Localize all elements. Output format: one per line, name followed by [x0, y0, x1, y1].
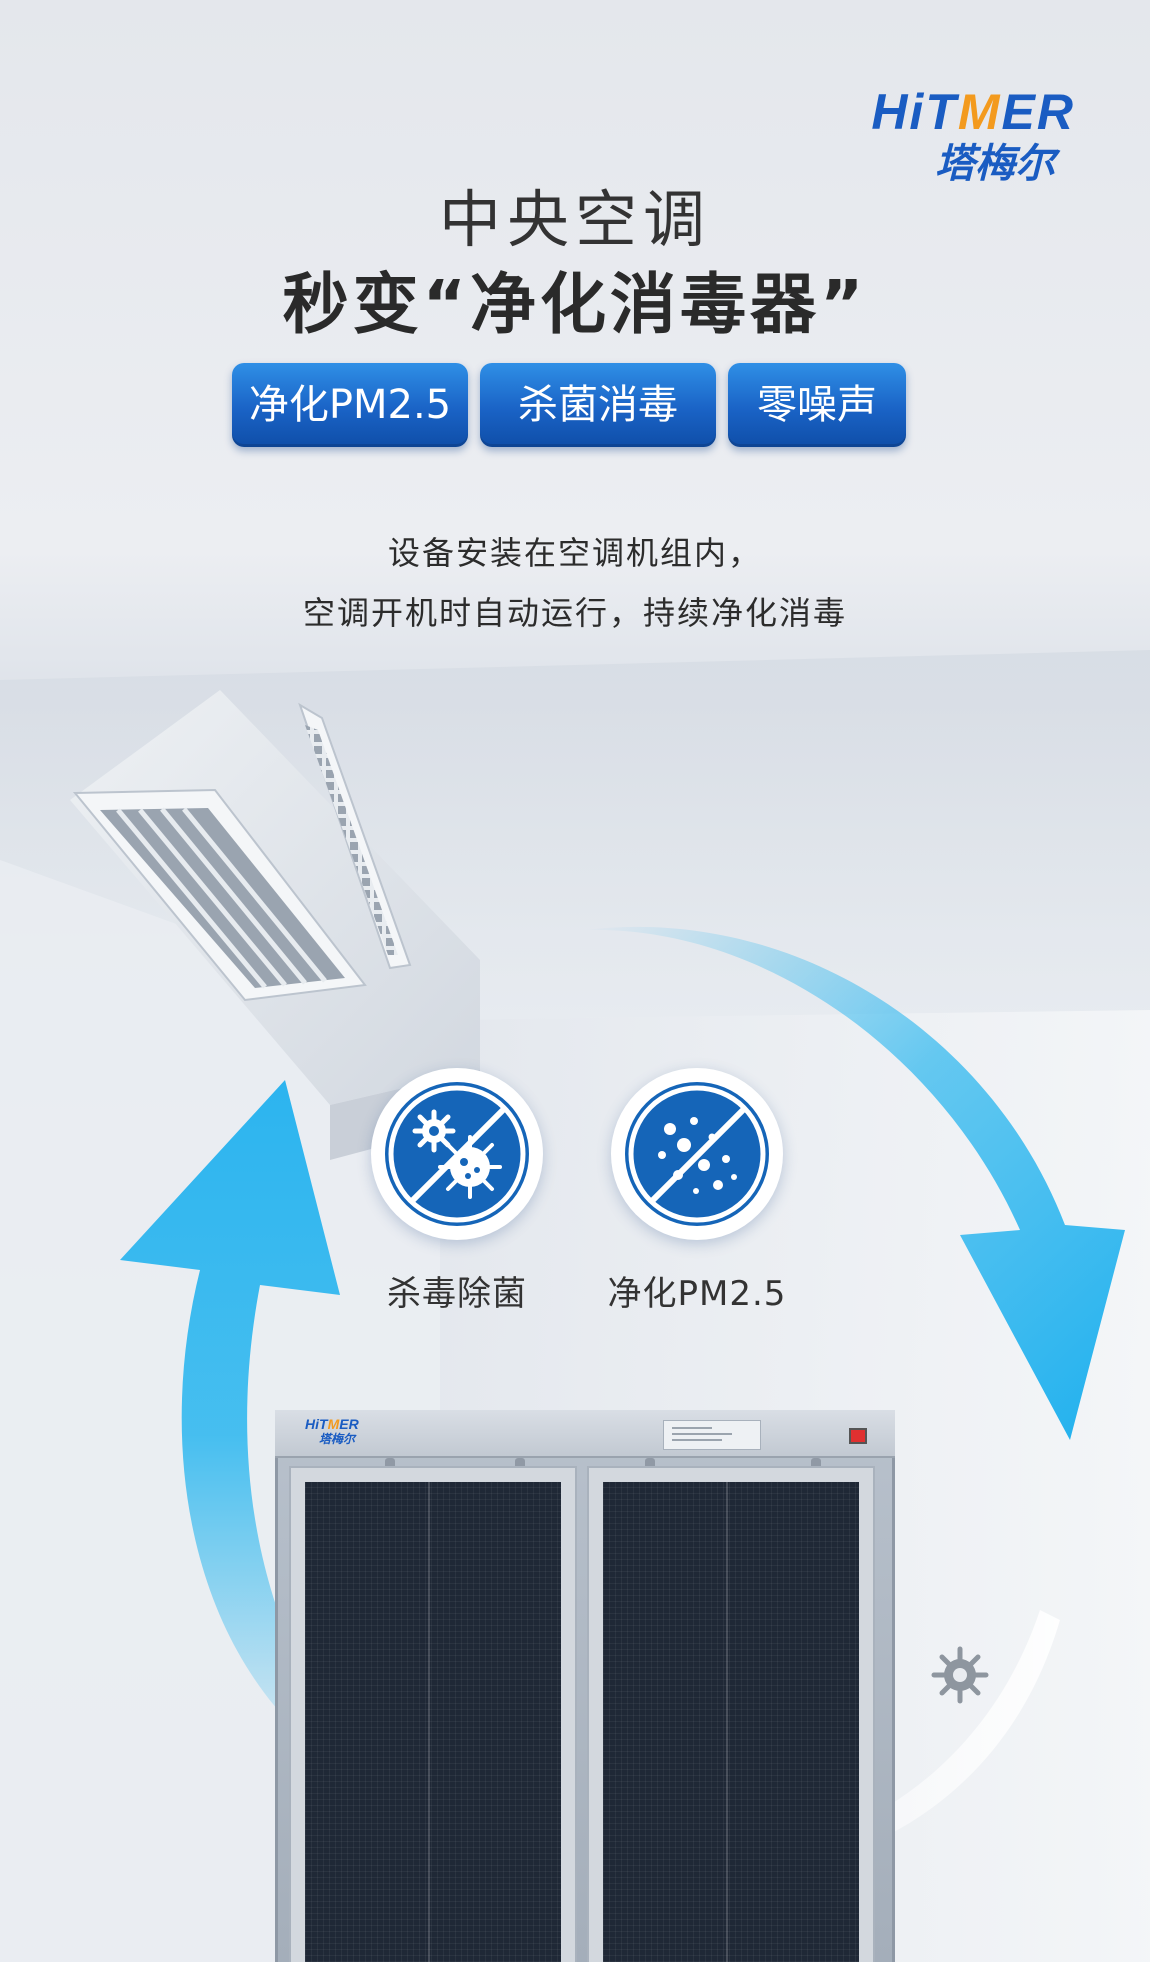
- purifier-device: HiTMER 塔梅尔: [275, 1410, 895, 1962]
- rivet: [385, 1458, 395, 1472]
- feature-pm25-label: 净化PM2.5: [607, 1274, 787, 1314]
- device-top-panel: HiTMER 塔梅尔: [275, 1410, 895, 1458]
- headline-line-1: 中央空调: [438, 183, 711, 256]
- filter-panel-left: [289, 1466, 577, 1962]
- brand-logo: HiTMER 塔梅尔: [775, 84, 1075, 188]
- description-line-2: 空调开机时自动运行，持续净化消毒: [302, 594, 847, 632]
- feature-tags: 净化PM2.5 杀菌消毒 零噪声: [232, 363, 932, 447]
- tag-pm25: 净化PM2.5: [232, 363, 468, 447]
- tag-sterilize: 杀菌消毒: [480, 363, 716, 447]
- feature-disinfect-label: 杀毒除菌: [387, 1274, 527, 1314]
- feature-disinfect-circle: [371, 1068, 543, 1240]
- no-virus-icon: [385, 1082, 529, 1226]
- tag-zero-noise: 零噪声: [728, 363, 906, 447]
- rivet: [645, 1458, 655, 1472]
- description-line-1: 设备安装在空调机组内，: [387, 534, 762, 572]
- rivet: [811, 1458, 821, 1472]
- filter-mesh: [305, 1482, 561, 1962]
- rivet: [515, 1458, 525, 1472]
- feature-pm25-circle: [611, 1068, 783, 1240]
- headline-line-2: 秒变“净化消毒器”: [282, 266, 868, 343]
- device-nameplate: [663, 1420, 761, 1450]
- brand-logo-en: HiTMER: [871, 84, 1075, 140]
- ceiling-vent-slot: [72, 788, 367, 1002]
- brand-logo-cn: 塔梅尔: [935, 141, 1055, 187]
- airflow-arrow-right: [585, 926, 1125, 1440]
- feature-pm25: 净化PM2.5: [587, 1068, 807, 1315]
- airflow-arrow-left: [120, 1080, 380, 1790]
- feature-disinfect: 杀毒除菌: [347, 1068, 567, 1315]
- small-virus-icon: [931, 1646, 989, 1704]
- no-particles-icon: [625, 1082, 769, 1226]
- ceiling-vent-grille: [298, 702, 412, 970]
- filter-mesh: [603, 1482, 859, 1962]
- power-switch-icon: [849, 1428, 867, 1444]
- device-logo: HiTMER 塔梅尔: [305, 1416, 359, 1446]
- filter-panel-right: [587, 1466, 875, 1962]
